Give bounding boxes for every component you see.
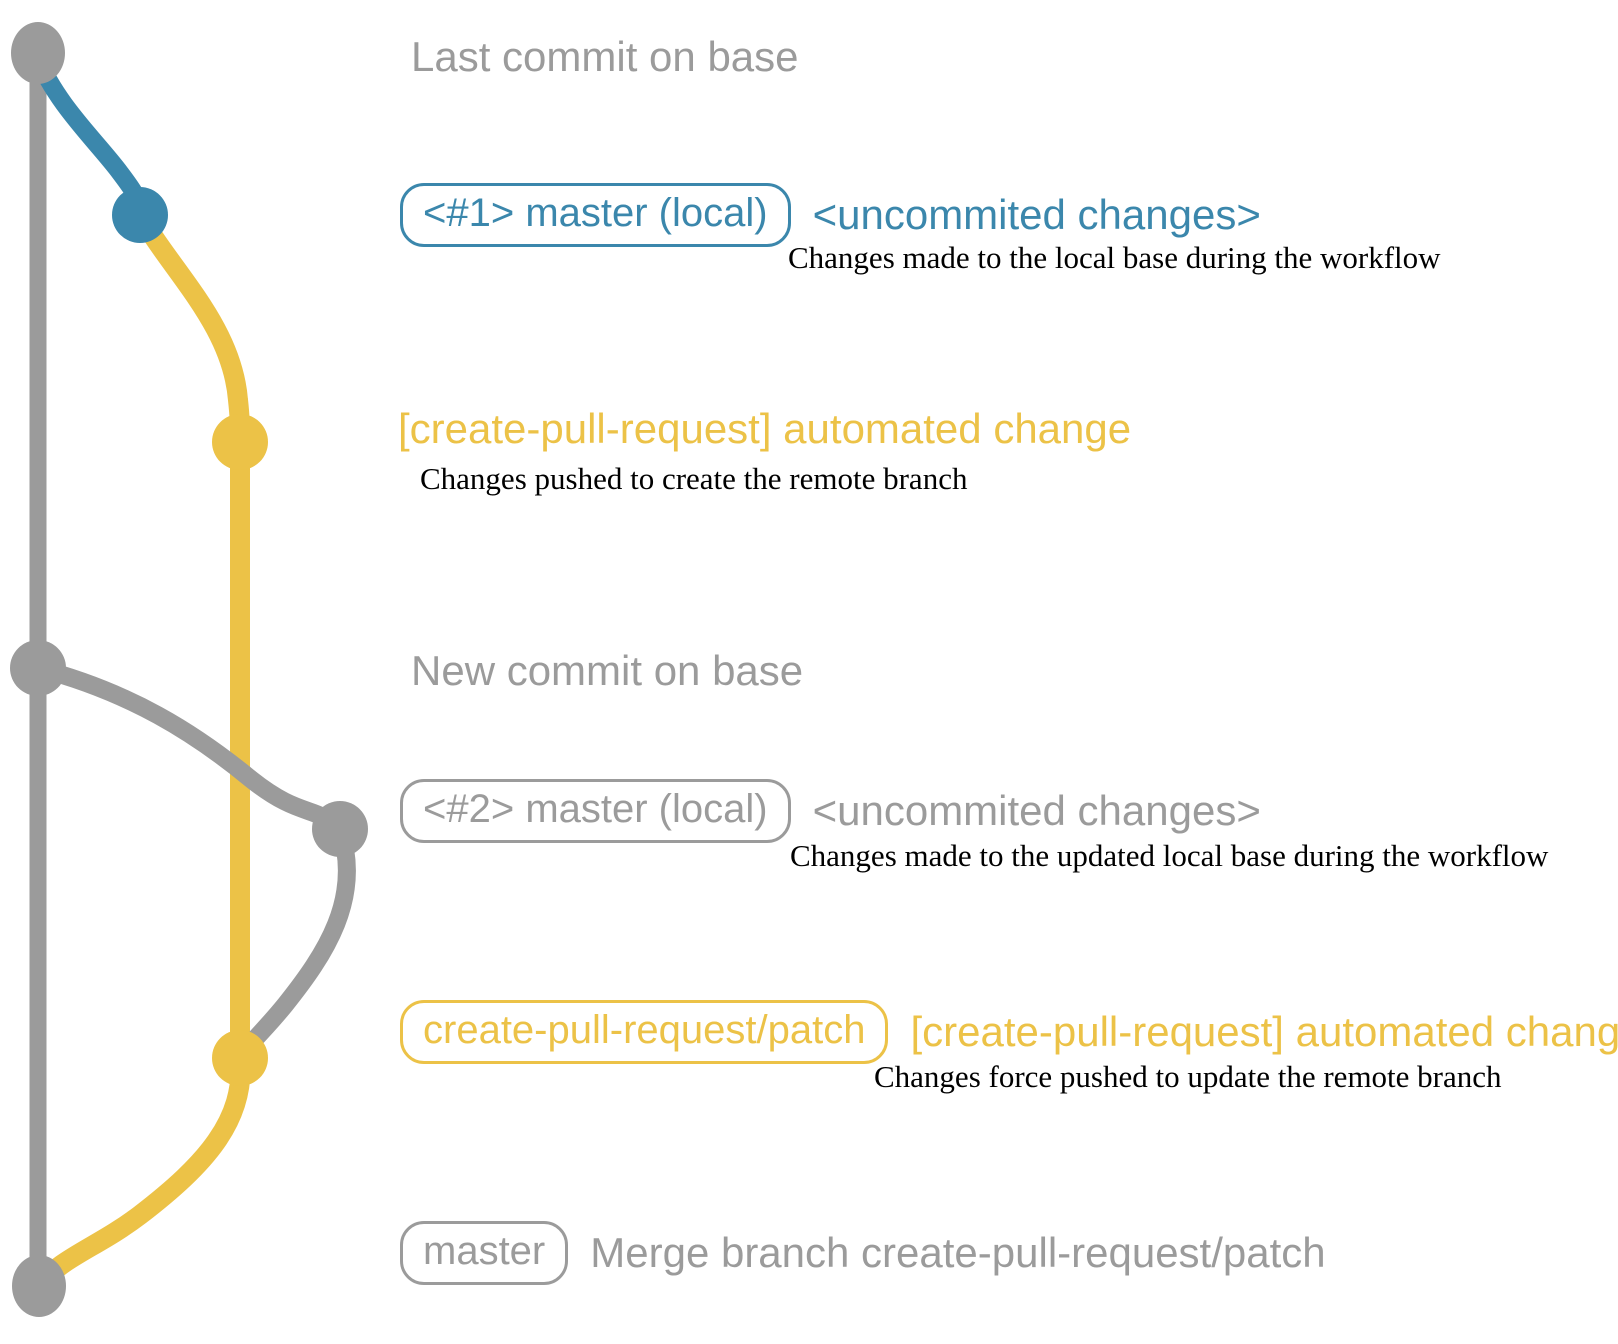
branch-graph xyxy=(10,22,368,1317)
commit-message-uncommited-1: <uncommited changes> xyxy=(812,190,1261,238)
branch-badge-master-local-1: <#1> master (local) xyxy=(400,183,791,247)
branch-badge-patch: create-pull-request/patch xyxy=(400,1000,889,1064)
commit-node-last-base xyxy=(11,22,65,84)
description-force-push: Changes force pushed to update the remot… xyxy=(874,1059,1502,1094)
commit-message-automated-1: [create-pull-request] automated change xyxy=(398,405,1132,452)
branch-badge-master: master xyxy=(400,1221,569,1285)
commit-node-patch-2 xyxy=(212,1030,268,1086)
row-patch-commit-2: create-pull-request/patch [create-pull-r… xyxy=(400,1000,1618,1064)
local-master-curve-1 xyxy=(29,49,149,224)
label-last-commit-on-base: Last commit on base xyxy=(411,33,799,80)
row-local-commit-2: <#2> master (local) <uncommited changes> xyxy=(400,779,1261,843)
description-push-create: Changes pushed to create the remote bran… xyxy=(420,461,968,496)
commit-node-local-1 xyxy=(112,187,168,243)
commit-message-automated-2: [create-pull-request] automated change xyxy=(910,1007,1618,1055)
commit-message-merge: Merge branch create-pull-request/patch xyxy=(590,1228,1326,1276)
commit-node-merge xyxy=(12,1255,66,1317)
description-local-changes-2: Changes made to the updated local base d… xyxy=(790,838,1549,873)
label-new-commit-on-base: New commit on base xyxy=(411,647,804,694)
branch-badge-master-local-2: <#2> master (local) xyxy=(400,779,791,843)
row-merge-commit: master Merge branch create-pull-request/… xyxy=(400,1221,1326,1285)
description-local-changes-1: Changes made to the local base during th… xyxy=(788,240,1441,275)
commit-message-uncommited-2: <uncommited changes> xyxy=(812,786,1261,834)
commit-node-new-base xyxy=(10,640,66,696)
rebase-curve-1 xyxy=(29,659,349,838)
commit-node-patch-1 xyxy=(212,414,268,470)
row-local-commit-1: <#1> master (local) <uncommited changes> xyxy=(400,183,1261,247)
commit-node-local-2 xyxy=(312,801,368,857)
rebase-curve-2 xyxy=(231,820,356,1067)
